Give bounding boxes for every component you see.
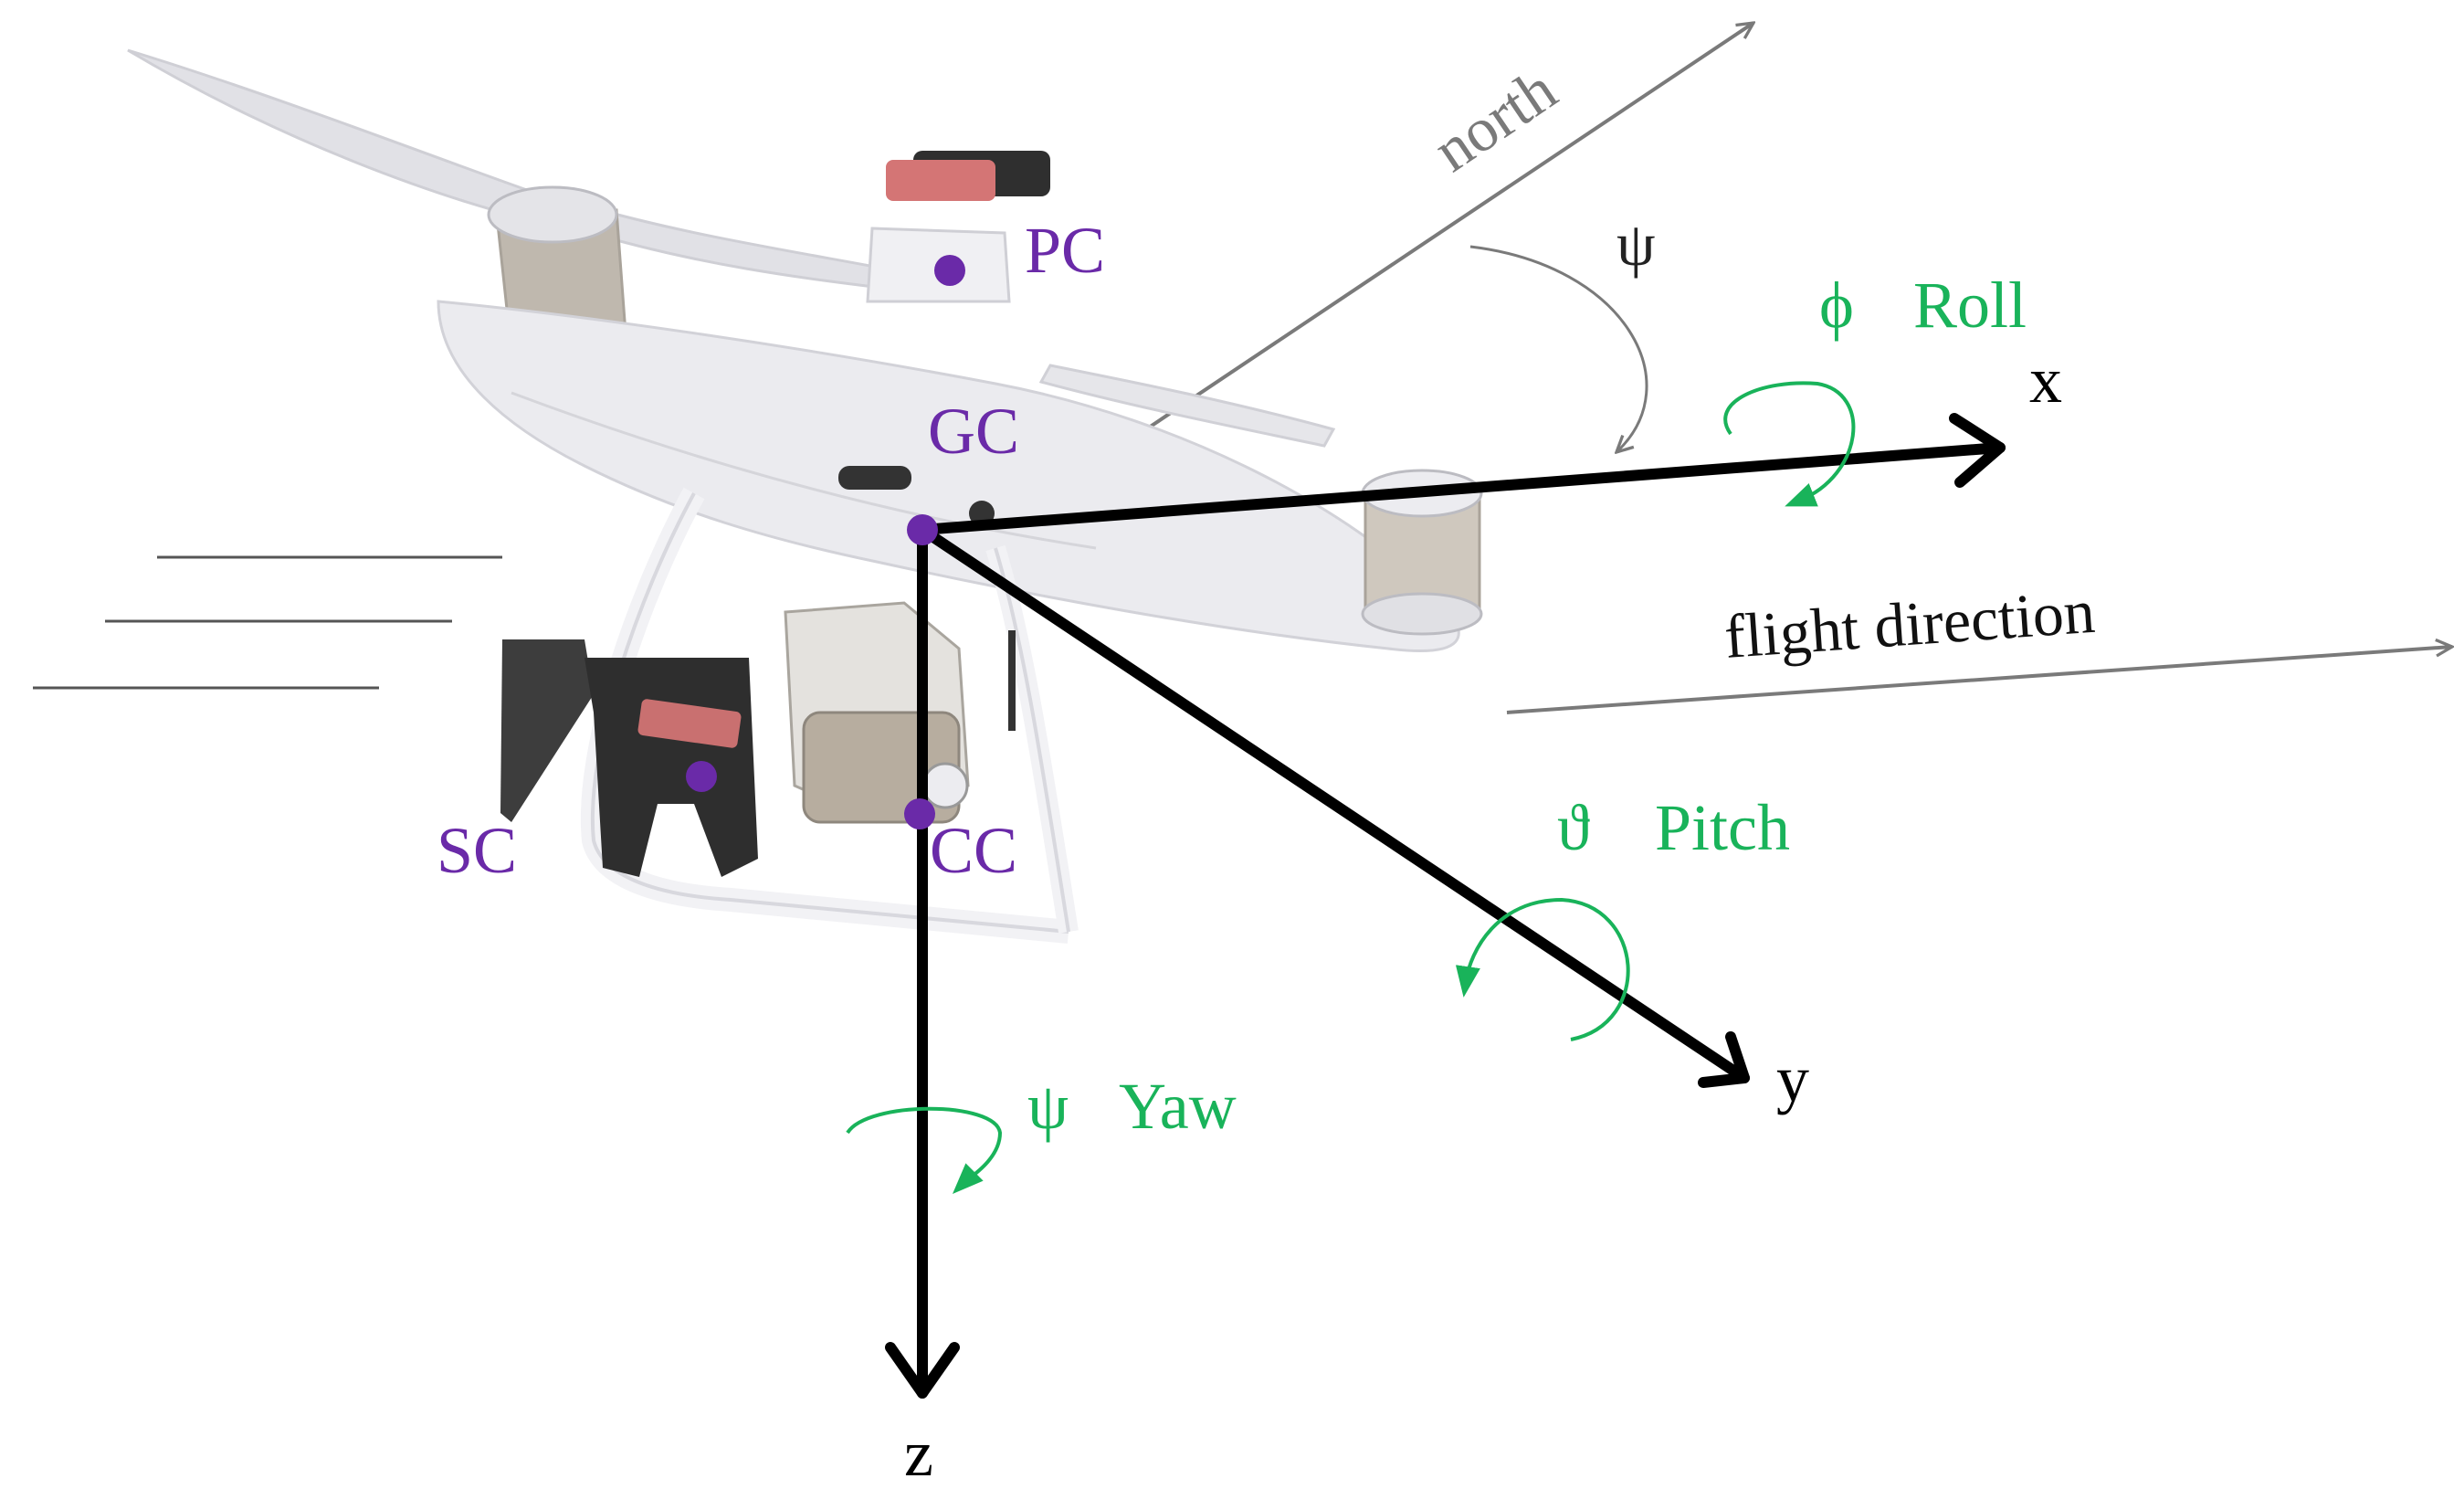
north-label: north (1421, 54, 1569, 185)
sc-label: SC (437, 814, 517, 887)
cc-point (904, 798, 935, 829)
cc-label: CC (930, 814, 1017, 887)
reference-points (686, 255, 965, 829)
x-axis-head (1949, 413, 2006, 488)
roll-symbol: ϕ (1819, 269, 1854, 342)
roll-label: Roll (1913, 269, 2027, 342)
yaw-label: Yaw (1119, 1070, 1237, 1143)
pitch-arrow (1455, 897, 1630, 1041)
y-axis-label: y (1776, 1042, 1809, 1115)
x-axis-line (917, 442, 2006, 535)
quadcopter-drone-icon (127, 48, 1483, 944)
gc-point (907, 514, 938, 545)
yaw-symbol: ψ (1027, 1070, 1069, 1143)
pc-point (934, 255, 965, 286)
heading-angle-arc (1469, 245, 1648, 452)
roll-arrow (1723, 381, 1856, 507)
pc-label: PC (1025, 214, 1105, 287)
north-arrow (1144, 23, 1753, 431)
x-axis-label: x (2029, 343, 2062, 417)
z-axis-label: z (904, 1417, 933, 1489)
sc-point (686, 761, 717, 792)
gc-label: GC (928, 395, 1019, 468)
pitch-symbol: ϑ (1557, 791, 1590, 864)
yaw-arrow (846, 1106, 1003, 1195)
y-axis-head (1698, 1031, 1750, 1088)
body-axes (885, 413, 2006, 1399)
rotation-arrows (846, 381, 1856, 1195)
motion-lines (33, 555, 502, 690)
flight-direction-arrow (1506, 647, 2452, 714)
heading-angle-label: ψ (1616, 209, 1656, 279)
flight-direction-label: flight direction (1722, 576, 2097, 671)
y-axis-line (917, 524, 1750, 1083)
pitch-label: Pitch (1655, 791, 1790, 864)
z-axis-head (885, 1342, 960, 1399)
